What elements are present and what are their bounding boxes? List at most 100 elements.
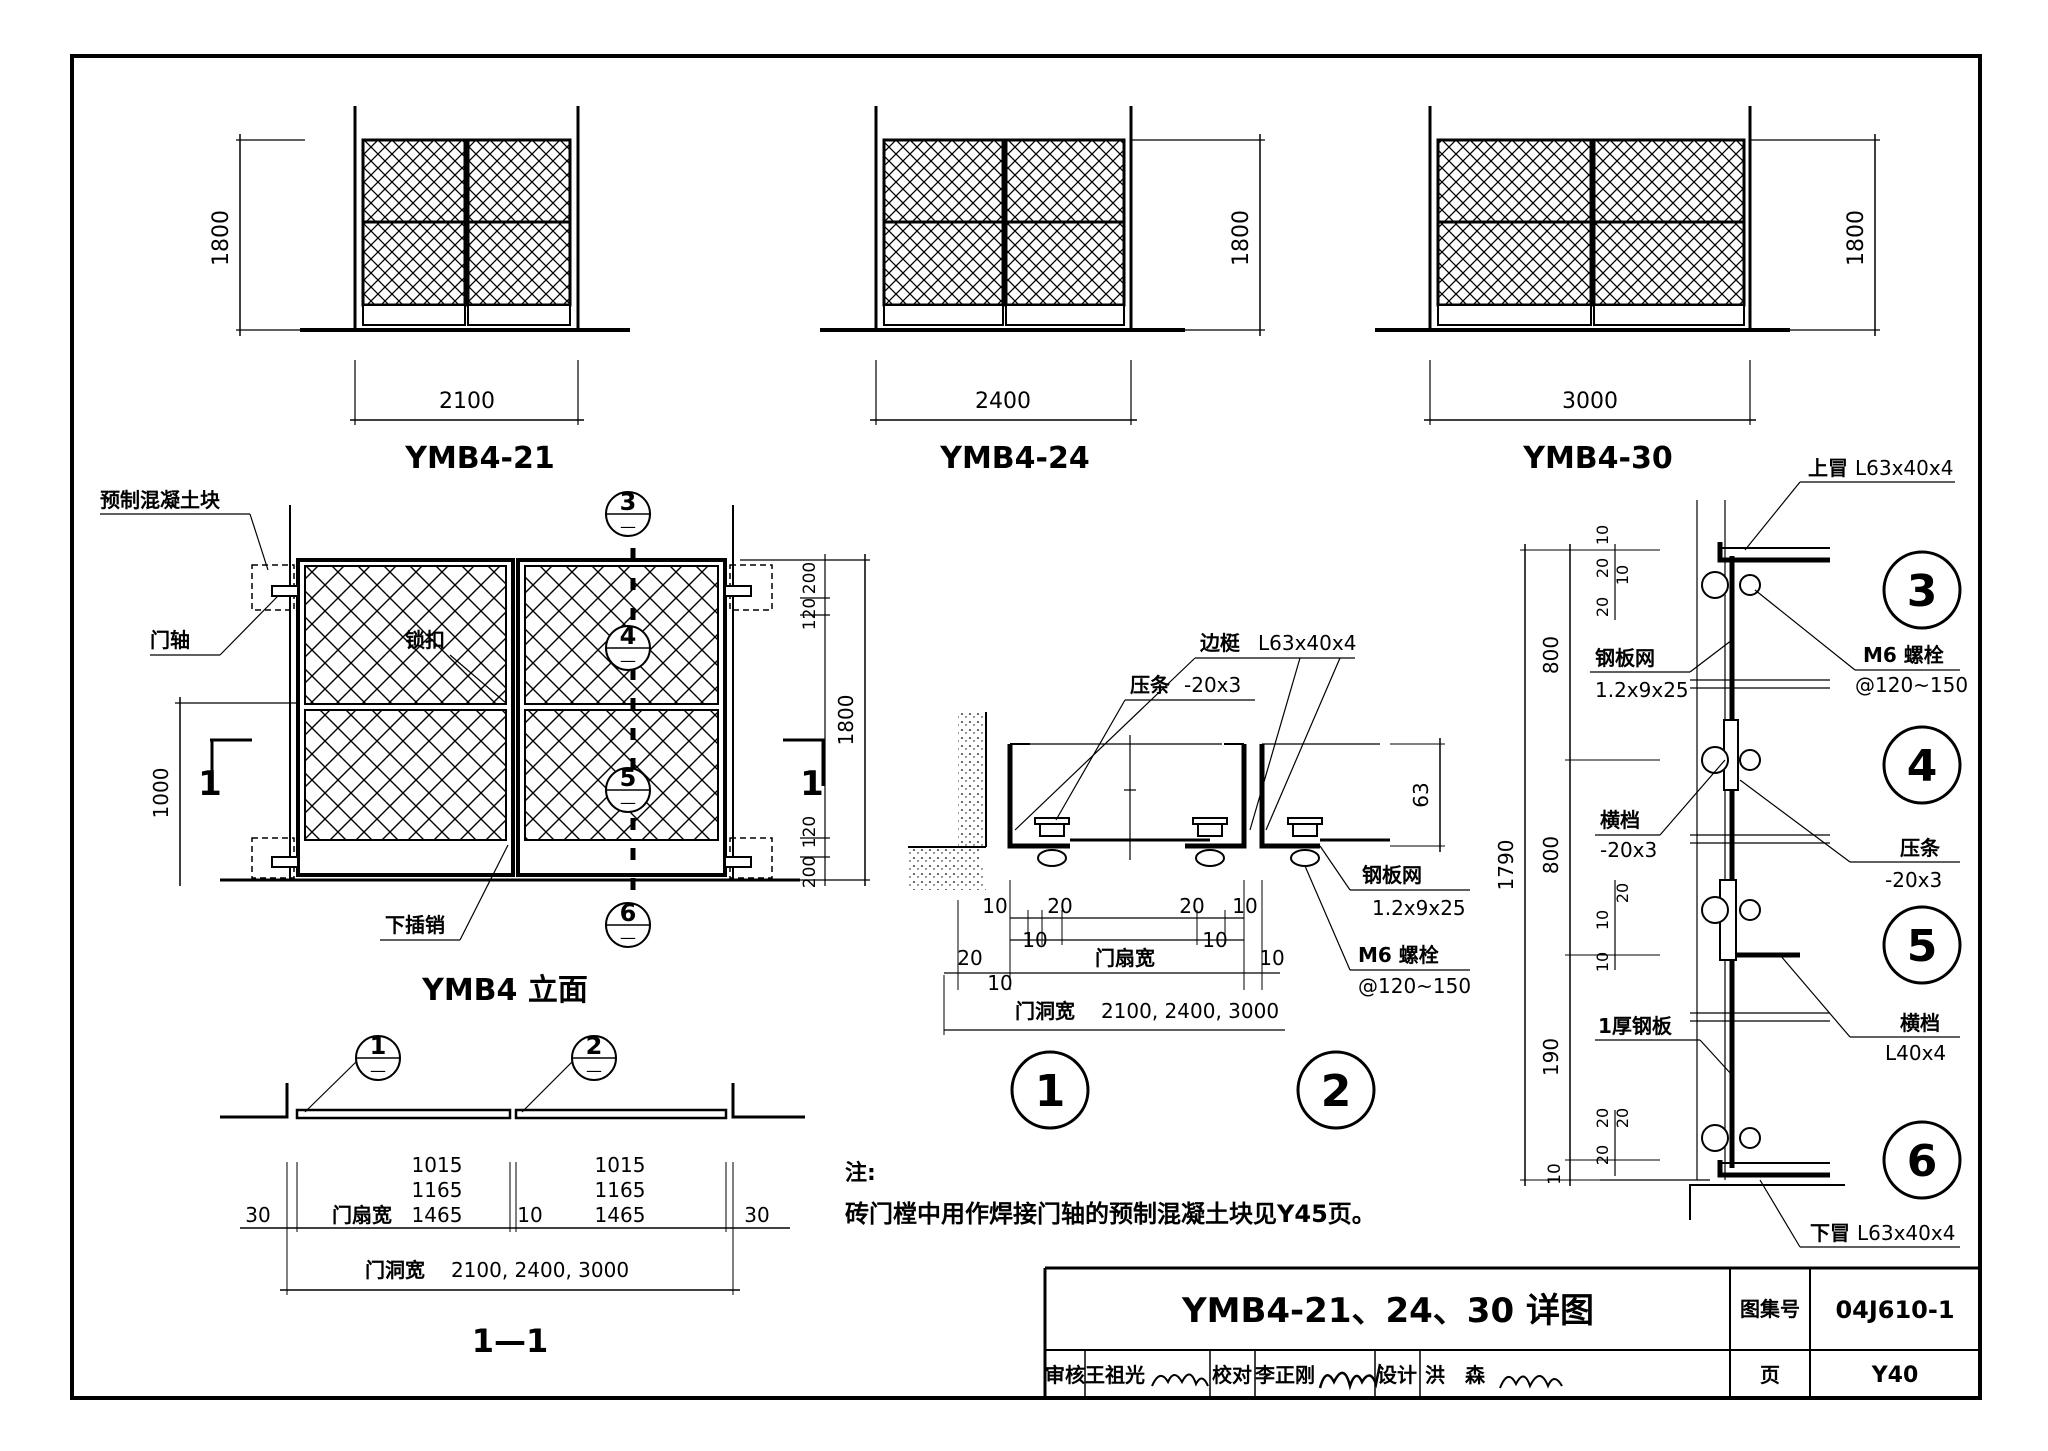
label-stile-spec: L63x40x4 bbox=[1258, 631, 1356, 655]
elevation-ymb4-30: 1800 3000 YMB4-30 bbox=[1375, 106, 1880, 476]
dim-1800: 1800 bbox=[834, 695, 858, 746]
dim-200-bottom: 200 bbox=[800, 856, 820, 888]
dim-1000: 1000 bbox=[149, 768, 173, 819]
label-latch: 锁扣 bbox=[405, 628, 445, 652]
note-label: 注: bbox=[845, 1160, 876, 1186]
dim-30-right: 30 bbox=[744, 1203, 769, 1227]
svg-text:—: — bbox=[620, 651, 636, 670]
dim-10-a: 10 bbox=[1593, 525, 1612, 545]
label-bottom-cap-spec: L63x40x4 bbox=[1857, 1221, 1955, 1245]
sheet-border bbox=[70, 54, 1982, 1400]
dim-800-top: 800 bbox=[1539, 636, 1563, 674]
leaf-width-1015-right: 1015 bbox=[595, 1153, 646, 1177]
section-mark-left: 1 bbox=[198, 764, 222, 804]
dim-10: 10 bbox=[517, 1203, 542, 1227]
label-bead-spec: -20x3 bbox=[1184, 673, 1241, 697]
label-drop-bolt: 下插销 bbox=[385, 913, 445, 937]
dim-63: 63 bbox=[1409, 782, 1433, 807]
svg-text:5: 5 bbox=[620, 764, 637, 792]
dim-120-top: 120 bbox=[800, 598, 820, 630]
label-rail-b: 横档 bbox=[1900, 1011, 1940, 1035]
dim-30-left: 30 bbox=[245, 1203, 270, 1227]
callout-5-large-number: 5 bbox=[1907, 921, 1938, 972]
dim-20-b: 20 bbox=[1593, 597, 1612, 617]
d1-dim-10e: 10 bbox=[987, 971, 1012, 995]
svg-text:—: — bbox=[370, 1061, 386, 1080]
label-hinge: 门轴 bbox=[150, 628, 190, 652]
note: 注: 砖门樘中用作焊接门轴的预制混凝土块见Y45页。 bbox=[845, 1160, 1376, 1228]
d1-dim-20a: 20 bbox=[1047, 894, 1072, 918]
dim-20-c: 20 bbox=[1613, 883, 1632, 903]
d1-dim-20c: 20 bbox=[957, 946, 982, 970]
atlas-label: 图集号 bbox=[1740, 1297, 1800, 1321]
opening-values: 2100, 2400, 3000 bbox=[451, 1258, 629, 1282]
leaf-width-1465-right: 1465 bbox=[595, 1203, 646, 1227]
reviewer-signature bbox=[1151, 1373, 1209, 1387]
d1-dim-10a: 10 bbox=[982, 894, 1007, 918]
elevation-label: YMB4-24 bbox=[939, 441, 1090, 476]
callout-5: 5 — bbox=[605, 764, 651, 813]
dim-20-d: 20 bbox=[1593, 1108, 1612, 1128]
dim-800-bottom: 800 bbox=[1539, 836, 1563, 874]
leaf-width-1165-left: 1165 bbox=[412, 1178, 463, 1202]
label-precast-block: 预制混凝土块 bbox=[100, 488, 221, 512]
callout-4: 4 — bbox=[605, 622, 651, 671]
callout-1-large-number: 1 bbox=[1035, 1066, 1066, 1117]
svg-text:—: — bbox=[586, 1061, 602, 1080]
width-dim: 2100 bbox=[439, 389, 495, 414]
dim-10-bottom: 10 bbox=[1545, 1163, 1565, 1185]
d1-dim-10f: 10 bbox=[1259, 946, 1284, 970]
opening-label: 门洞宽 bbox=[365, 1258, 425, 1282]
callout-1-small: 1 — bbox=[304, 1032, 401, 1113]
atlas-number: 04J610-1 bbox=[1835, 1296, 1954, 1324]
dim-1790: 1790 bbox=[1494, 840, 1518, 891]
leaf-width-label-left: 门扇宽 bbox=[332, 1203, 392, 1227]
width-dim: 2400 bbox=[975, 389, 1031, 414]
callout-6-large-number: 6 bbox=[1907, 1136, 1938, 1187]
d1-dim-10b: 10 bbox=[1022, 928, 1047, 952]
review-label: 审核 bbox=[1045, 1363, 1085, 1387]
label-bolt-spacing: @120~150 bbox=[1855, 673, 1968, 697]
elevation-ymb4-24: 1800 2400 YMB4-24 bbox=[820, 106, 1265, 476]
label-mesh: 钢板网 bbox=[1595, 646, 1655, 670]
label-stile: 边梃 bbox=[1199, 631, 1240, 655]
design-label: 设计 bbox=[1377, 1363, 1417, 1387]
dim-200-top: 200 bbox=[800, 562, 820, 594]
checker: 李正刚 bbox=[1254, 1363, 1315, 1387]
d1-dim-10c: 10 bbox=[1232, 894, 1257, 918]
dim-10-d: 10 bbox=[1593, 952, 1612, 972]
label-bead-spec: -20x3 bbox=[1885, 868, 1942, 892]
dim-20-a: 20 bbox=[1593, 558, 1612, 578]
svg-text:—: — bbox=[620, 517, 636, 536]
designer-signature bbox=[1499, 1375, 1563, 1389]
label-bolt: M6 螺栓 bbox=[1358, 943, 1439, 967]
title-block: YMB4-21、24、30 详图 图集号 04J610-1 页 Y40 审核 王… bbox=[1043, 1266, 1980, 1398]
height-dim: 1800 bbox=[1229, 210, 1254, 266]
label-rail-b-spec: L40x4 bbox=[1885, 1041, 1946, 1065]
dim-10-b: 10 bbox=[1613, 565, 1632, 585]
dim-20-e: 20 bbox=[1613, 1108, 1632, 1128]
callout-2-large bbox=[1296, 1050, 1376, 1130]
label-rail-a: 横档 bbox=[1600, 808, 1640, 832]
elevation-label: YMB4-21 bbox=[404, 441, 555, 476]
height-dim: 1800 bbox=[1844, 210, 1869, 266]
svg-text:6: 6 bbox=[620, 899, 637, 927]
callout-3-large-number: 3 bbox=[1907, 566, 1938, 617]
leaf-width-1015-left: 1015 bbox=[412, 1153, 463, 1177]
d1-opening-values: 2100, 2400, 3000 bbox=[1101, 999, 1279, 1023]
svg-text:4: 4 bbox=[620, 622, 637, 650]
label-plate: 1厚钢板 bbox=[1598, 1014, 1673, 1038]
note-text: 砖门樘中用作焊接门轴的预制混凝土块见Y45页。 bbox=[845, 1200, 1376, 1228]
leaf-width-1465-left: 1465 bbox=[412, 1203, 463, 1227]
elevation-ymb4-21: 1800 2100 YMB4-21 bbox=[209, 106, 630, 476]
svg-text:2: 2 bbox=[586, 1032, 603, 1060]
label-bolt-spacing: @120~150 bbox=[1358, 974, 1471, 998]
dim-190: 190 bbox=[1539, 1038, 1563, 1076]
d1-opening-label: 门洞宽 bbox=[1015, 999, 1075, 1023]
svg-text:—: — bbox=[620, 793, 636, 812]
callout-6-large bbox=[1882, 1120, 1962, 1200]
section-1-1-title: 1—1 bbox=[472, 1322, 549, 1360]
section-1-1: 1 — 2 — 30 门扇宽 1015 1165 1465 10 1015 11… bbox=[220, 1032, 805, 1360]
callout-2-large-number: 2 bbox=[1321, 1066, 1352, 1117]
